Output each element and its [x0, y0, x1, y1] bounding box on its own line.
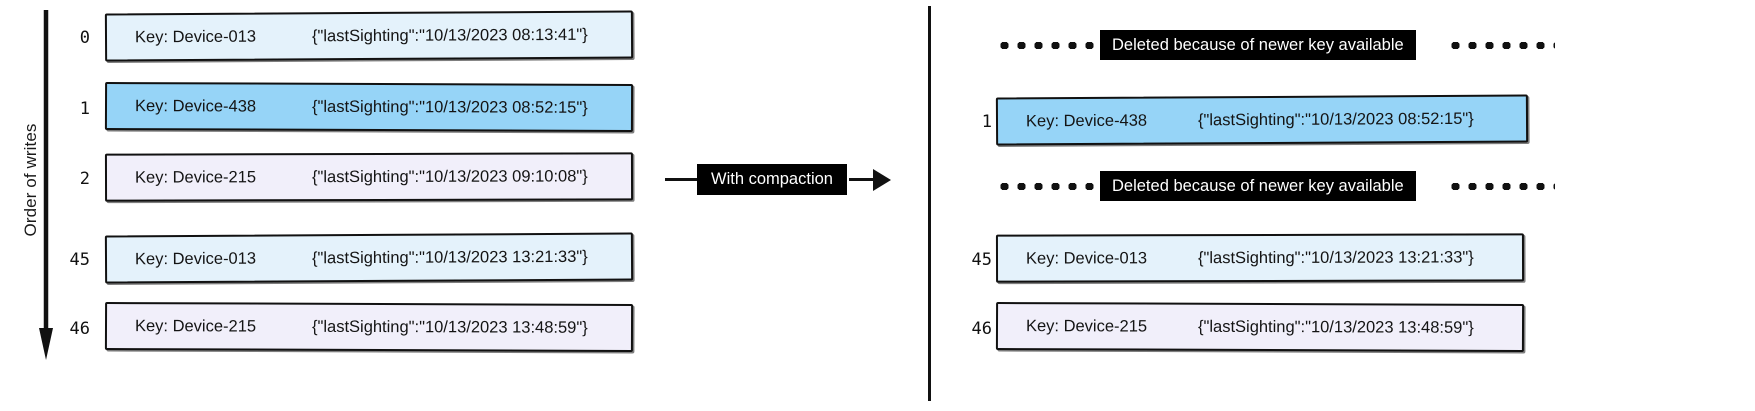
row-index: 1	[981, 112, 992, 132]
record-value: {"lastSighting":"10/13/2023 13:48:59"}	[311, 317, 588, 337]
deleted-note: Deleted because of newer key available	[1100, 30, 1416, 60]
order-of-writes-label: Order of writes	[21, 123, 40, 237]
record-value: {"lastSighting":"10/13/2023 08:52:15"}	[311, 97, 588, 117]
deleted-dotted-line-right	[1447, 183, 1555, 190]
deleted-note: Deleted because of newer key available	[1100, 171, 1416, 201]
deleted-dotted-line-left	[996, 42, 1100, 49]
row-index: 0	[79, 28, 90, 48]
record-key: Key: Device-215	[134, 316, 257, 336]
transition-line-right	[849, 178, 887, 181]
log-record[interactable]: Key: Device-013 {"lastSighting":"10/13/2…	[995, 233, 1525, 283]
row-index: 46	[971, 319, 992, 339]
log-record[interactable]: Key: Device-013 {"lastSighting":"10/13/2…	[104, 232, 634, 284]
record-key: Key: Device-438	[1025, 111, 1148, 130]
row-index: 1	[79, 99, 90, 119]
log-record[interactable]: Key: Device-215 {"lastSighting":"10/13/2…	[104, 152, 634, 202]
record-key: Key: Device-438	[134, 96, 257, 116]
record-value: {"lastSighting":"10/13/2023 08:52:15"}	[1197, 109, 1474, 129]
log-record[interactable]: Key: Device-215 {"lastSighting":"10/13/2…	[995, 301, 1525, 353]
log-record[interactable]: Key: Device-215 {"lastSighting":"10/13/2…	[104, 301, 634, 353]
log-record[interactable]: Key: Device-013 {"lastSighting":"10/13/2…	[104, 10, 634, 62]
log-record[interactable]: Key: Device-438 {"lastSighting":"10/13/2…	[995, 94, 1529, 146]
right-arrow-icon	[873, 169, 891, 191]
record-value: {"lastSighting":"10/13/2023 13:21:33"}	[1197, 247, 1474, 267]
down-arrow-icon	[39, 10, 53, 360]
with-compaction-label: With compaction	[697, 164, 847, 195]
row-index: 2	[79, 169, 90, 189]
record-key: Key: Device-215	[1025, 316, 1148, 336]
deleted-dotted-line-right	[1447, 42, 1555, 49]
record-value: {"lastSighting":"10/13/2023 08:13:41"}	[311, 25, 588, 45]
record-value: {"lastSighting":"10/13/2023 09:10:08"}	[311, 166, 588, 186]
log-record[interactable]: Key: Device-438 {"lastSighting":"10/13/2…	[104, 81, 634, 133]
record-key: Key: Device-013	[134, 249, 257, 268]
row-index: 45	[69, 250, 90, 270]
record-value: {"lastSighting":"10/13/2023 13:21:33"}	[311, 247, 588, 267]
record-key: Key: Device-013	[1025, 248, 1148, 268]
deleted-dotted-line-left	[996, 183, 1100, 190]
row-index: 46	[69, 319, 90, 339]
panel-divider	[928, 6, 931, 401]
record-key: Key: Device-215	[134, 167, 257, 187]
record-key: Key: Device-013	[134, 27, 257, 46]
record-value: {"lastSighting":"10/13/2023 13:48:59"}	[1197, 317, 1474, 337]
transition-line-left	[665, 178, 715, 181]
row-index: 45	[971, 250, 992, 270]
